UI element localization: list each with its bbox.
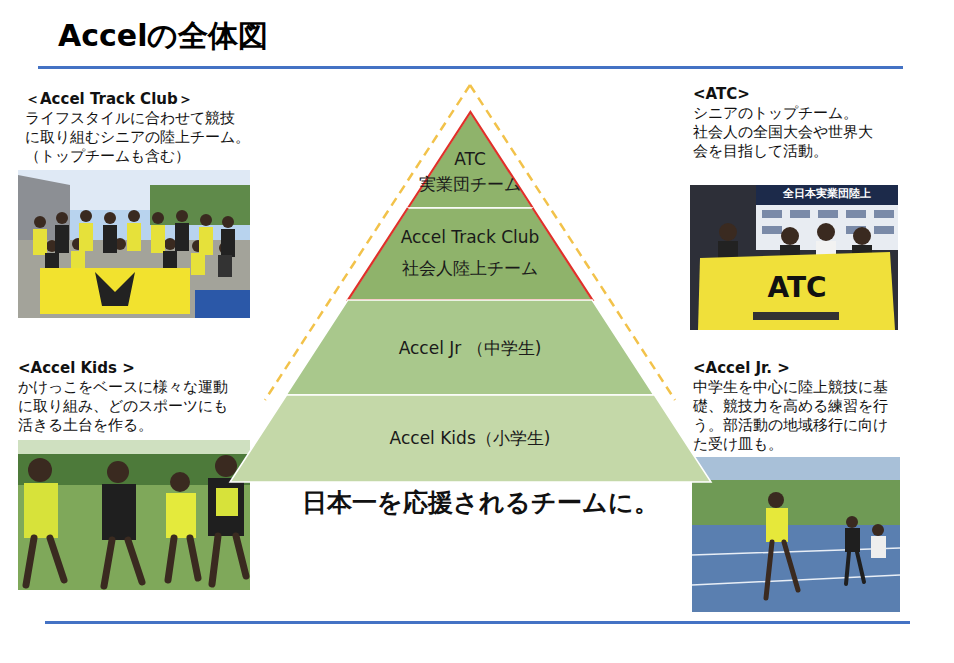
group-photo: [18, 170, 250, 318]
tier-label: Accel Kids（小学生): [170, 427, 771, 449]
track-photo: [692, 457, 900, 612]
pyramid-tier: Accel Track Club 社会人陸上チーム: [348, 208, 592, 300]
pyramid-tier: Accel Kids（小学生): [230, 395, 711, 482]
photo-banner-text: 全日本実業団陸上: [783, 187, 871, 201]
callout-body: ライフスタイルに合わせて競技 に取り組むシニアの陸上チーム。 （トップチームも含…: [25, 109, 250, 166]
callout-body: 中学生を中心に陸上競技に基 礎、競技力を高める練習を行 う。部活動の地域移行に向…: [693, 378, 888, 454]
callout-heading: <Accel Jr. >: [693, 359, 790, 378]
tier-label: Accel Jr （中学生): [226, 337, 714, 359]
championship-photo: [690, 185, 898, 330]
pyramid-tier: Accel Jr （中学生): [286, 300, 654, 395]
title-rule: [38, 66, 903, 69]
flag-text: ATC: [767, 270, 826, 305]
callout-heading: <ATC>: [693, 85, 750, 104]
slogan: 日本一を応援されるチームに。: [296, 485, 665, 520]
tier-label: ATC 実業団チーム: [348, 147, 593, 198]
callout-body: かけっこをベースに様々な運動 に取り組み、どのスポーツにも 活きる土台を作る。: [18, 378, 228, 435]
kids-photo: [18, 440, 250, 590]
tier-shape: [348, 208, 592, 300]
bottom-rule: [45, 621, 910, 624]
pyramid-tier: ATC 実業団チーム: [408, 112, 533, 208]
tier-label: Accel Track Club 社会人陸上チーム: [288, 222, 652, 285]
tier-fill: [348, 208, 592, 300]
callout-body: シニアのトップチーム。 社会人の全国大会や世界大 会を目指して活動。: [693, 104, 873, 161]
callout-heading: <Accel Kids >: [18, 359, 135, 378]
callout-heading: ＜Accel Track Club＞: [25, 90, 193, 109]
red-outline: [348, 208, 592, 300]
page-title: Accelの全体図: [58, 16, 268, 57]
